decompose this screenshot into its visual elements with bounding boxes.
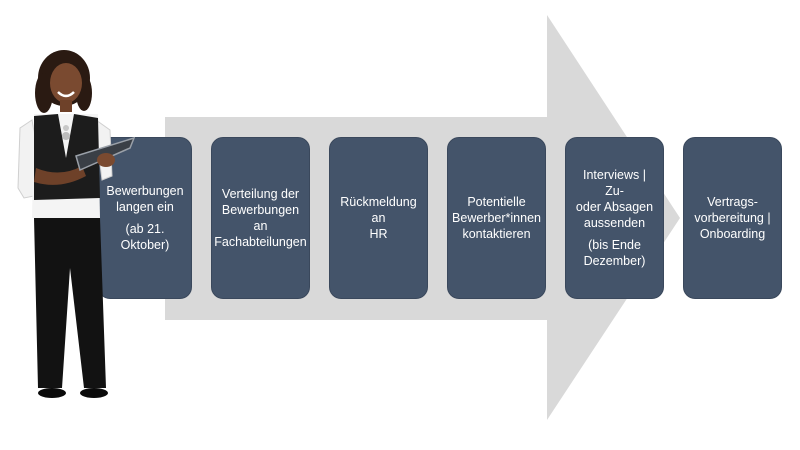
step-3-line-2: HR [369,227,388,241]
step-box-3: Rückmeldung an HR [329,137,428,299]
step-2-line-1: Verteilung der [221,187,300,201]
step-box-1: Bewerbungen langen ein (ab 21. Oktober) [98,137,192,299]
step-4-line-1: Potentielle [467,195,526,209]
step-5-note-2: Dezember) [583,254,646,268]
step-2-line-2: Bewerbungen an [221,203,300,233]
step-6-line-2: vorbereitung | [694,211,771,225]
step-box-6: Vertrags- vorbereitung | Onboarding [683,137,782,299]
step-1-line-1: Bewerbungen [106,184,184,198]
person-with-tablet-icon [17,50,135,398]
step-box-5: Interviews | Zu- oder Absagen aussenden … [565,137,664,299]
step-5-line-1: Interviews | Zu- [583,168,646,198]
step-6-line-3: Onboarding [699,227,766,241]
step-4-line-2: Bewerber*innen [452,211,541,225]
step-3-line-1: Rückmeldung an [340,195,417,225]
step-1-note: (ab 21. Oktober) [120,222,170,252]
step-4-line-3: kontaktieren [462,227,531,241]
step-box-4: Potentielle Bewerber*innen kontaktieren [447,137,546,299]
step-5-line-3: aussenden [583,216,646,230]
step-6-line-1: Vertrags- [707,195,758,209]
step-5-note-1: (bis Ende [588,238,641,252]
step-box-2: Verteilung der Bewerbungen an Fachabteil… [211,137,310,299]
step-1-line-2: langen ein [116,200,174,214]
step-2-line-3: Fachabteilungen [214,235,307,249]
step-5-line-2: oder Absagen [575,200,654,214]
